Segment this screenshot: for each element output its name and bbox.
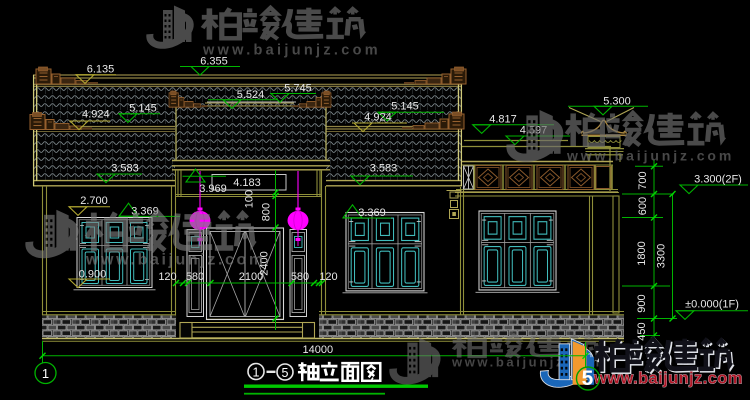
svg-text:1: 1: [42, 366, 49, 381]
svg-text:14000: 14000: [303, 344, 334, 356]
svg-text:www.baijunjz.com: www.baijunjz.com: [593, 370, 743, 388]
svg-text:5.300: 5.300: [603, 96, 631, 108]
svg-text:4.924: 4.924: [82, 109, 110, 121]
svg-text:4.924: 4.924: [364, 112, 392, 124]
svg-text:www.baijunjz.com: www.baijunjz.com: [85, 252, 266, 269]
svg-text:3.369: 3.369: [358, 207, 386, 219]
svg-text:2.700: 2.700: [80, 195, 108, 207]
svg-text:450: 450: [636, 322, 648, 340]
svg-text:www.baijunjz.com: www.baijunjz.com: [566, 148, 734, 164]
svg-text:4.183: 4.183: [233, 177, 261, 189]
svg-text:6.355: 6.355: [200, 56, 228, 68]
svg-text:5: 5: [282, 366, 289, 380]
svg-text:3.300(2F): 3.300(2F): [694, 174, 742, 186]
svg-text:700: 700: [637, 171, 649, 189]
svg-text:100: 100: [244, 190, 256, 208]
svg-text:4.817: 4.817: [489, 114, 517, 126]
svg-text:3.969: 3.969: [199, 183, 227, 195]
svg-text:5.524: 5.524: [237, 89, 265, 101]
svg-text:1: 1: [253, 366, 260, 380]
svg-text:580: 580: [186, 271, 204, 283]
svg-text:2400: 2400: [259, 251, 271, 275]
svg-text:5.145: 5.145: [391, 101, 419, 113]
svg-text:5: 5: [582, 367, 594, 390]
svg-text:900: 900: [636, 294, 648, 312]
svg-text:www.baijunjz.com: www.baijunjz.com: [202, 43, 381, 59]
svg-text:5.145: 5.145: [129, 103, 157, 115]
svg-text:6.135: 6.135: [87, 64, 115, 76]
svg-text:2100: 2100: [239, 271, 263, 283]
svg-text:3.583: 3.583: [111, 163, 139, 175]
svg-text:800: 800: [261, 203, 273, 221]
svg-text:1800: 1800: [636, 241, 648, 265]
svg-text:120: 120: [319, 271, 337, 283]
svg-text:±0.000(1F): ±0.000(1F): [685, 299, 739, 311]
svg-text:3300: 3300: [656, 244, 668, 268]
svg-text:580: 580: [291, 271, 309, 283]
svg-text:600: 600: [637, 197, 649, 215]
svg-text:3.583: 3.583: [370, 163, 398, 175]
svg-text:5.745: 5.745: [284, 83, 312, 95]
svg-text:120: 120: [158, 271, 176, 283]
svg-text:0.900: 0.900: [79, 269, 107, 281]
